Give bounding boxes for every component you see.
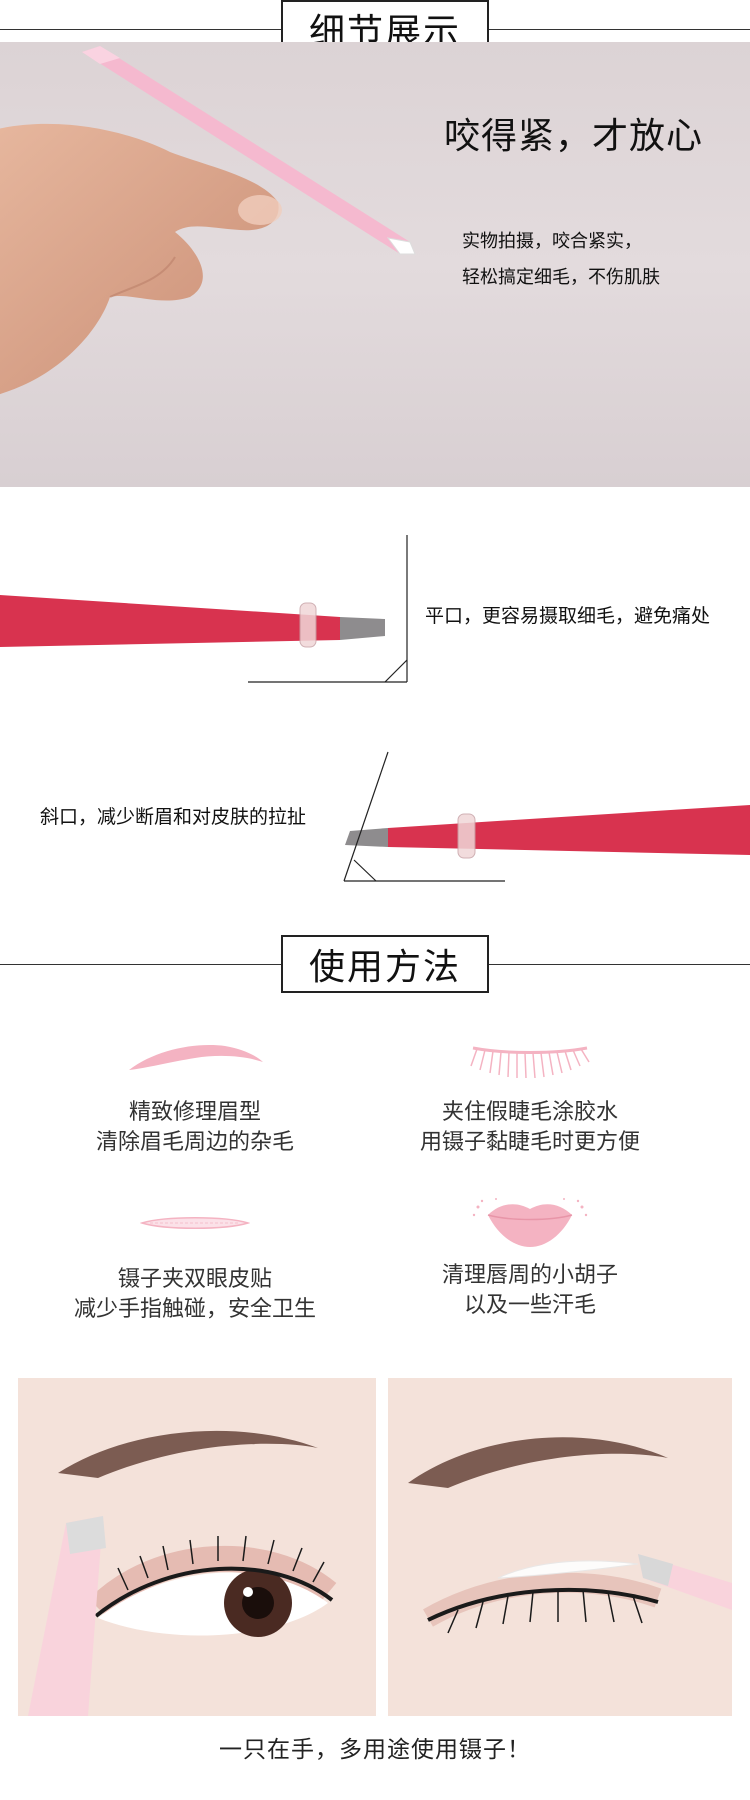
eye-photo-left <box>18 1378 376 1716</box>
flat-tip-label: 平口，更容易摄取细毛，避免痛处 <box>425 605 711 627</box>
usage-item-eyebrow: 精致修理眉型 清除眉毛周边的杂毛 <box>35 1040 355 1158</box>
usage-item-lips: 清理唇周的小胡子 以及一些汗毛 <box>370 1195 690 1321</box>
eyelash-icon <box>470 1046 590 1079</box>
hero-subtext: 实物拍摄，咬合紧实， 轻松搞定细毛，不伤肌肤 <box>462 224 660 296</box>
flat-tip-detail: 平口，更容易摄取细毛，避免痛处 <box>0 535 750 685</box>
eyebrow-icon <box>129 1045 263 1070</box>
usage-line1: 精致修理眉型 <box>128 1100 261 1125</box>
red-tweezers-flat-tip-image <box>0 535 408 683</box>
usage-line1: 镊子夹双眼皮贴 <box>117 1267 272 1292</box>
usage-line1: 夹住假睫毛涂胶水 <box>441 1100 618 1125</box>
footer-caption: 一只在手，多用途使用镊子！ <box>219 1737 531 1763</box>
eye-with-tweezers-image <box>18 1378 376 1716</box>
hero-subtext-line2: 轻松搞定细毛，不伤肌肤 <box>462 267 660 288</box>
usage-line2: 用镊子黏睫毛时更方便 <box>419 1130 640 1155</box>
slant-tip-detail: 斜口，减少断眉和对皮肤的拉扯 <box>0 750 750 885</box>
usage-item-eyelid-tape: 镊子夹双眼皮贴 减少手指触碰，安全卫生 <box>35 1215 355 1325</box>
eyelid-tape-icon <box>140 1217 250 1229</box>
usage-line2: 清除眉毛周边的杂毛 <box>95 1130 294 1155</box>
eye-photo-right <box>388 1378 732 1716</box>
hero-subtext-line1: 实物拍摄，咬合紧实， <box>462 231 642 252</box>
lips-icon <box>472 1198 588 1247</box>
red-tweezers-slant-tip-image <box>343 751 750 882</box>
section-header-usage: 使用方法 <box>0 935 750 993</box>
hero-heading: 咬得紧，才放心 <box>444 116 704 157</box>
slant-tip-label: 斜口，减少断眉和对皮肤的拉扯 <box>40 806 307 828</box>
usage-item-eyelash: 夹住假睫毛涂胶水 用镊子黏睫毛时更方便 <box>370 1040 690 1158</box>
pink-tweezers-image <box>82 46 416 255</box>
usage-line2: 以及一些汗毛 <box>463 1293 596 1318</box>
section-title-usage: 使用方法 <box>281 935 489 993</box>
hand-holding-tweezers-image <box>0 123 282 395</box>
hero-banner: 咬得紧，才放心 实物拍摄，咬合紧实， 轻松搞定细毛，不伤肌肤 <box>0 42 750 487</box>
usage-line1: 清理唇周的小胡子 <box>441 1263 618 1288</box>
usage-line2: 减少手指触碰，安全卫生 <box>73 1297 316 1322</box>
eyelid-tape-application-image <box>388 1378 732 1716</box>
